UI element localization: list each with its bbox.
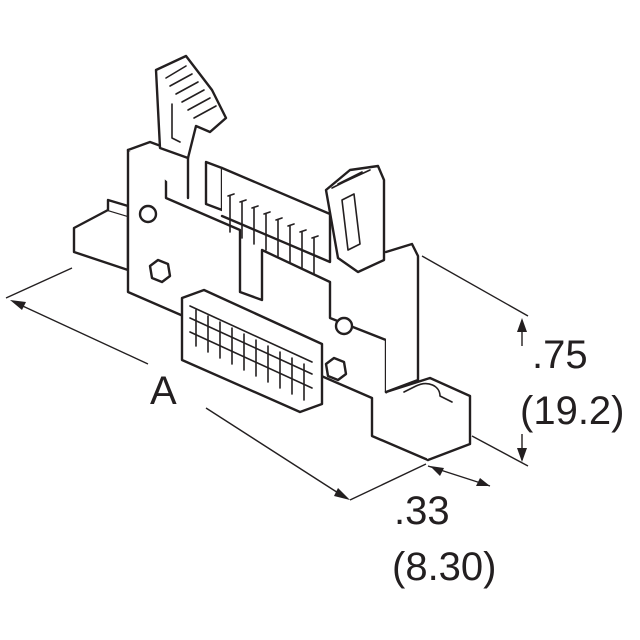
mounting-hole (138, 204, 158, 224)
depth-mm-label: (8.30) (392, 545, 497, 589)
dimension-height: .75 (19.2) (421, 255, 625, 467)
height-mm-label: (19.2) (520, 389, 625, 433)
hex-nut (148, 258, 172, 284)
dimension-depth: .33 (8.30) (392, 465, 497, 589)
connector-housing (72, 140, 472, 462)
height-inch-label: .75 (532, 333, 588, 377)
ejector-latch-right (324, 164, 386, 274)
depth-inch-label: .33 (394, 489, 450, 533)
ejector-latch-left (154, 54, 228, 160)
hex-nut (324, 356, 348, 382)
dimension-length: A (5, 267, 427, 501)
mounting-hole (334, 316, 354, 336)
dimension-a-label: A (150, 369, 177, 413)
